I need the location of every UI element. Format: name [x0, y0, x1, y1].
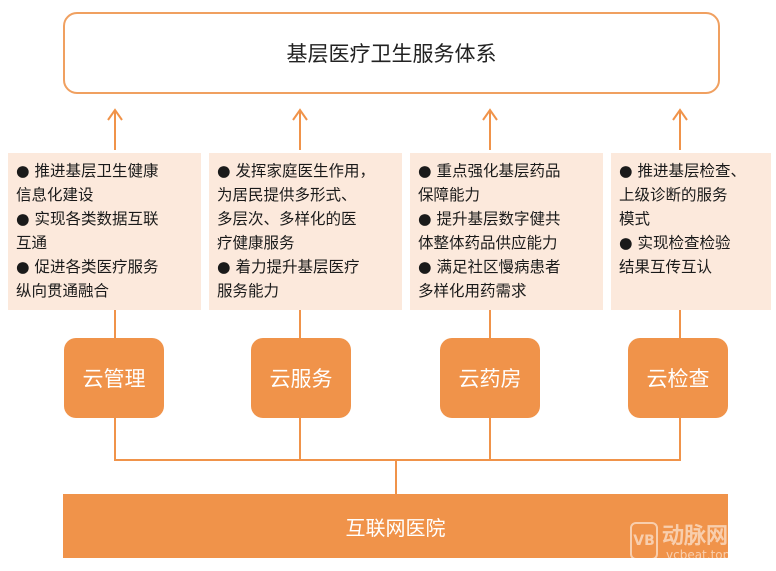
- description-line: 上级诊断的服务: [619, 186, 728, 204]
- description-line: 体整体药品供应能力: [418, 234, 558, 252]
- description-line: 多层次、多样化的医: [217, 210, 357, 228]
- description-line: 互通: [16, 234, 48, 252]
- description-line: ● 着力提升基层医疗: [217, 258, 360, 276]
- watermark-url: vcbeat.top: [666, 548, 731, 562]
- arrowhead-col-4: [672, 108, 688, 121]
- cloud-management-label: 云管理: [82, 367, 146, 391]
- description-line: ● 推进基层卫生健康: [16, 162, 159, 180]
- description-line: ● 推进基层检查、: [619, 162, 746, 180]
- cloud-pharmacy-label: 云药房: [458, 367, 522, 391]
- arrowhead-col-3: [482, 108, 498, 121]
- system-title: 基层医疗卫生服务体系: [286, 42, 497, 66]
- description-line: ● 重点强化基层药品: [418, 162, 561, 180]
- description-line: ● 实现各类数据互联: [16, 210, 159, 228]
- arrowhead-col-1: [107, 108, 123, 121]
- description-panel-1: ● 推进基层卫生健康 信息化建设 ● 实现各类数据互联 互通 ● 促进各类医疗服…: [8, 153, 201, 310]
- description-line: 为居民提供多形式、: [217, 186, 357, 204]
- description-line: 服务能力: [217, 282, 280, 300]
- arrowhead-col-2: [292, 108, 308, 121]
- description-line: 模式: [619, 210, 651, 228]
- cloud-examination-node: 云检查: [628, 338, 728, 418]
- description-line: ● 促进各类医疗服务: [16, 258, 159, 276]
- cloud-pharmacy-node: 云药房: [440, 338, 540, 418]
- cloud-service-label: 云服务: [269, 367, 333, 391]
- description-line: 结果互传互认: [619, 258, 713, 276]
- cloud-management-node: 云管理: [64, 338, 164, 418]
- watermark-brand: 动脉网: [662, 524, 729, 549]
- description-line: ● 实现检查检验: [619, 234, 731, 252]
- description-line: 多样化用药需求: [418, 282, 527, 300]
- watermark-logo-icon: VB: [630, 522, 658, 560]
- cloud-service-node: 云服务: [251, 338, 351, 418]
- description-line: 保障能力: [418, 186, 481, 204]
- description-panel-4: ● 推进基层检查、 上级诊断的服务 模式 ● 实现检查检验 结果互传互认: [611, 153, 771, 310]
- description-line: 疗健康服务: [217, 234, 295, 252]
- description-line: ● 发挥家庭医生作用，: [217, 162, 375, 180]
- internet-hospital-base: 互联网医院: [63, 494, 728, 558]
- watermark: VB 动脉网 vcbeat.top: [630, 518, 770, 566]
- description-line: ● 满足社区慢病患者: [418, 258, 561, 276]
- internet-hospital-label: 互联网医院: [345, 515, 446, 540]
- description-panel-3: ● 重点强化基层药品 保障能力 ● 提升基层数字健共 体整体药品供应能力 ● 满…: [410, 153, 603, 310]
- description-line: ● 提升基层数字健共: [418, 210, 561, 228]
- description-line: 纵向贯通融合: [16, 282, 110, 300]
- description-line: 信息化建设: [16, 186, 94, 204]
- system-title-box: 基层医疗卫生服务体系: [63, 12, 720, 94]
- cloud-examination-label: 云检查: [646, 367, 710, 391]
- description-panel-2: ● 发挥家庭医生作用， 为居民提供多形式、 多层次、多样化的医 疗健康服务 ● …: [209, 153, 402, 310]
